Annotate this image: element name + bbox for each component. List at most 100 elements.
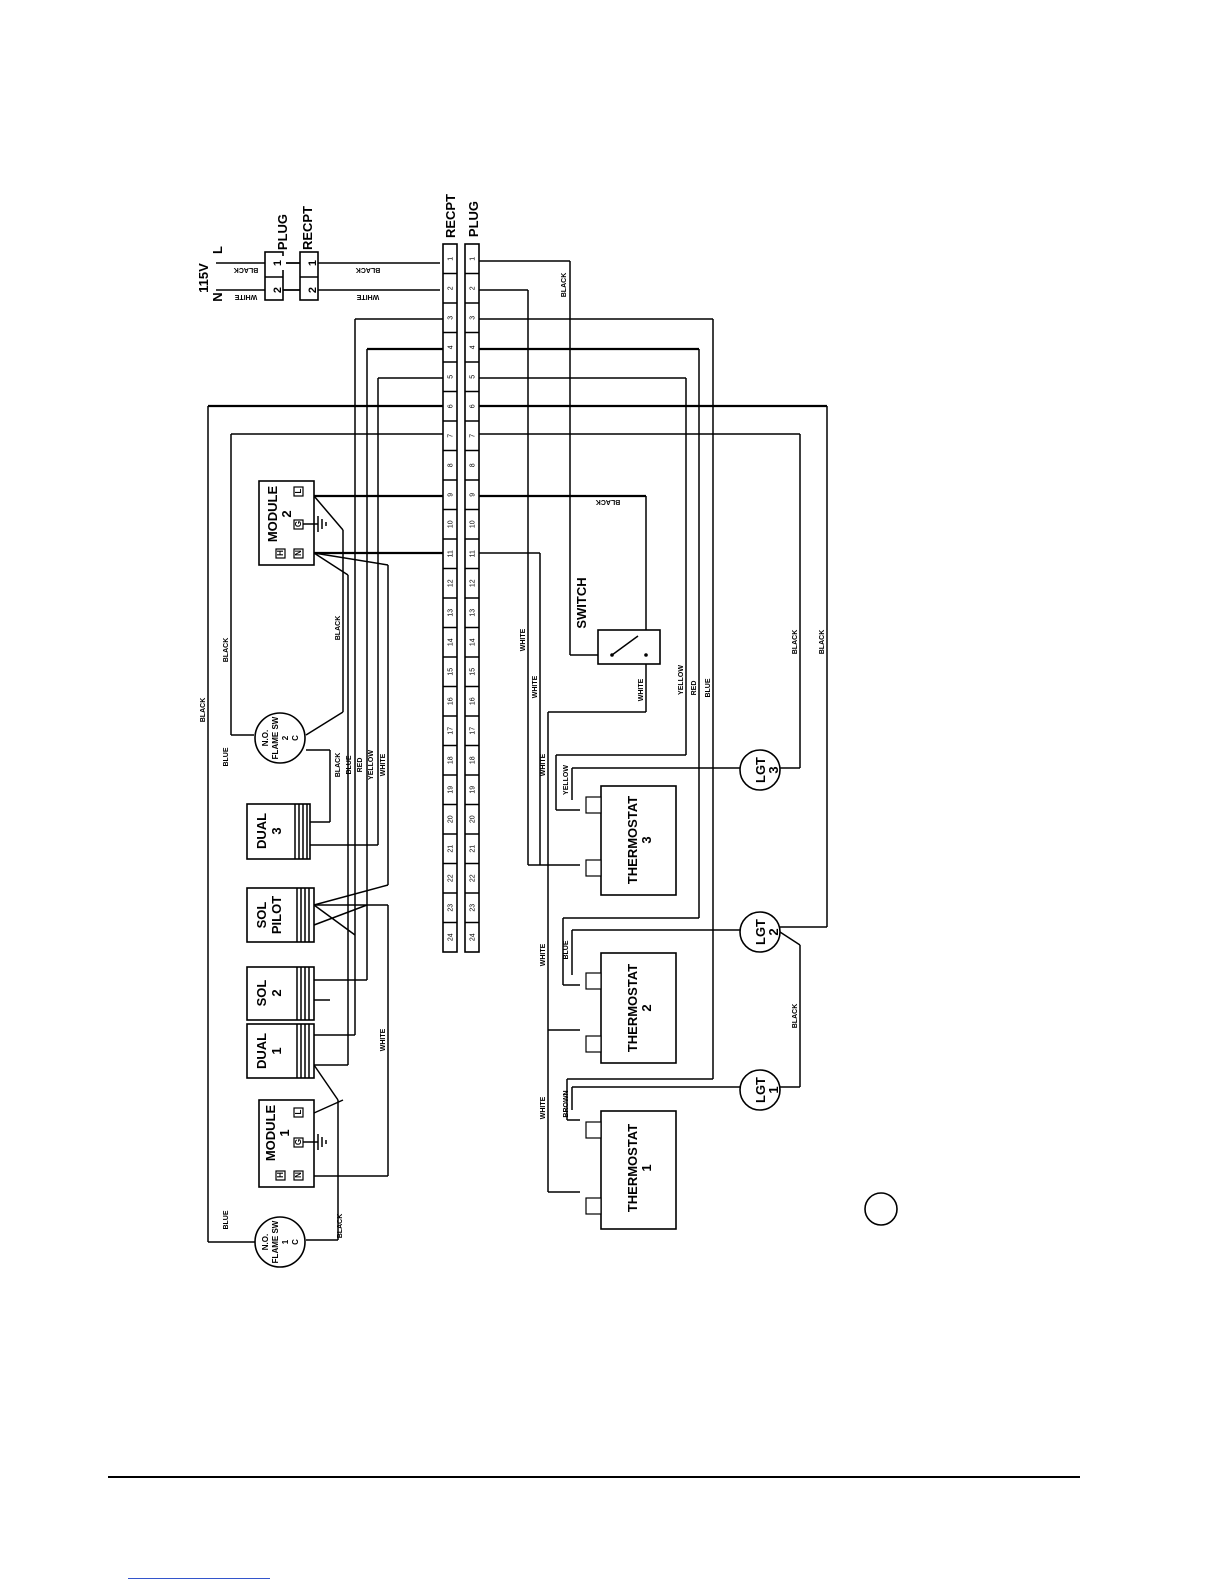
power-input: 115V L N BLACK WHITE BLACK WHITE 1 2 1 2… xyxy=(196,206,440,302)
recpt-terminal-12: 12 xyxy=(448,579,455,587)
module-2-terminal-g: G xyxy=(294,521,303,527)
flame-sw-1-number: 1 xyxy=(281,1239,290,1244)
footer-link-underline[interactable] xyxy=(128,1578,270,1579)
plug-terminal-24: 24 xyxy=(470,933,477,941)
wire-label-blue: BLUE xyxy=(346,755,353,774)
recpt-terminal-6: 6 xyxy=(448,404,455,408)
recpt-terminal-11: 11 xyxy=(448,550,455,557)
thermostat-2-name: THERMOSTAT xyxy=(625,964,640,1052)
sol-pilot-l2: PILOT xyxy=(269,896,284,934)
recpt-terminal-5: 5 xyxy=(448,375,455,379)
module-2-terminal-n: N xyxy=(294,550,303,556)
wire-label-black: BLACK xyxy=(335,616,342,641)
sol-pilot-l1: SOL xyxy=(254,902,269,929)
flame-sw-2-c: C xyxy=(291,735,300,741)
dual-3-number: 3 xyxy=(269,827,284,834)
module-2-terminal-h: H xyxy=(276,550,285,556)
plug-terminal-14: 14 xyxy=(470,638,477,646)
thermostat-3-number: 3 xyxy=(639,836,654,843)
wire-label-black: BLACK xyxy=(596,498,621,505)
flame-switch-1: N.O. FLAME SW 1 C xyxy=(254,1216,306,1268)
lgt-2: LGT 2 xyxy=(739,911,781,953)
plug-terminal-7: 7 xyxy=(470,434,477,438)
flame-switch-2: N.O. FLAME SW 2 C xyxy=(254,712,306,764)
recpt-terminal-17: 17 xyxy=(448,727,455,735)
plug-terminal-8: 8 xyxy=(470,463,477,467)
wire-label-blue: BLUE xyxy=(563,940,570,959)
recpt-connector xyxy=(299,251,319,301)
wire-label-black: BLACK xyxy=(792,1004,799,1029)
thermostat-1-name: THERMOSTAT xyxy=(625,1124,640,1212)
plug-terminal-16: 16 xyxy=(470,697,477,705)
recpt-terminal-21: 21 xyxy=(448,845,455,853)
switch: SWITCH xyxy=(574,577,661,665)
plug-terminal-22: 22 xyxy=(470,874,477,882)
wire-label-black: BLACK xyxy=(561,273,568,298)
plug-pin-2: 2 xyxy=(272,287,284,293)
recpt-terminal-3: 3 xyxy=(448,316,455,320)
plug-terminal-4: 4 xyxy=(470,345,477,349)
plug-terminal-13: 13 xyxy=(470,609,477,617)
wire-label-blue: BLUE xyxy=(705,678,712,697)
wire-label-white: WHITE xyxy=(540,1096,547,1119)
wire-label-white: WHITE xyxy=(380,753,387,776)
plug-terminal-5: 5 xyxy=(470,375,477,379)
plug-pin-1: 1 xyxy=(272,260,284,266)
module-1-name: MODULE xyxy=(263,1105,278,1162)
sol-2-name: SOL xyxy=(254,980,269,1007)
plug-terminal-20: 20 xyxy=(470,815,477,823)
thermostat-1-number: 1 xyxy=(639,1164,654,1171)
flame-sw-2-label: FLAME SW xyxy=(271,716,280,759)
wire-label-black: BLACK xyxy=(335,753,342,778)
wire-label-brown: BROWN xyxy=(563,1090,570,1117)
recpt-strip-label: RECPT xyxy=(443,194,458,238)
lgt-1-name: LGT xyxy=(753,1077,768,1103)
lgt-3: LGT 3 xyxy=(739,749,781,791)
thermostat-3-name: THERMOSTAT xyxy=(625,796,640,884)
recpt-terminal-8: 8 xyxy=(448,463,455,467)
recpt-terminal-15: 15 xyxy=(448,668,455,676)
plug-terminal-3: 3 xyxy=(470,316,477,320)
wire-label-blue: BLUE xyxy=(223,1210,230,1229)
lgt-3-number: 3 xyxy=(766,766,781,773)
lgt-1: LGT 1 xyxy=(739,1069,781,1111)
plug-terminal-19: 19 xyxy=(470,786,477,794)
recpt-terminal-9: 9 xyxy=(448,493,455,497)
wire-label-red: RED xyxy=(357,758,364,773)
wire-label-black: BLACK xyxy=(356,266,381,273)
flame-sw-1-no: N.O. xyxy=(261,1234,270,1250)
plug-terminal-6: 6 xyxy=(470,404,477,408)
plug-terminal-18: 18 xyxy=(470,756,477,764)
wire-label-red: RED xyxy=(691,681,698,696)
neutral-label: N xyxy=(210,292,225,301)
dual-valve-3: DUAL 3 xyxy=(246,803,311,860)
plug-terminal-17: 17 xyxy=(470,727,477,735)
module-1-terminal-l: L xyxy=(294,1109,303,1114)
dual-3-name: DUAL xyxy=(254,813,269,849)
recpt-label: RECPT xyxy=(300,206,315,250)
plug-terminal-23: 23 xyxy=(470,904,477,912)
wire-label-yellow: YELLOW xyxy=(678,665,685,695)
wire-label-white: WHITE xyxy=(234,293,257,300)
module-1: MODULE 1 H G N L xyxy=(258,1099,327,1188)
flame-sw-1-c: C xyxy=(291,1239,300,1245)
wire-label-white: WHITE xyxy=(540,753,547,776)
lgt-2-name: LGT xyxy=(753,919,768,945)
module-1-terminal-n: N xyxy=(294,1172,303,1178)
wire-labels: BLACK BLACK WHITE WHITE WHITE WHITE YELL… xyxy=(200,273,826,1239)
sol-2-number: 2 xyxy=(269,989,284,996)
lgt-3-name: LGT xyxy=(753,757,768,783)
line-label: L xyxy=(210,246,225,254)
recpt-terminal-24: 24 xyxy=(448,933,455,941)
module-1-terminal-h: H xyxy=(276,1172,285,1178)
footer-rule xyxy=(108,1476,1080,1478)
wire-label-black: BLACK xyxy=(337,1214,344,1239)
wire-label-black: BLACK xyxy=(234,266,259,273)
recpt-terminal-18: 18 xyxy=(448,756,455,764)
recpt-terminal-4: 4 xyxy=(448,345,455,349)
module-1-number: 1 xyxy=(277,1129,292,1136)
wire-label-black: BLACK xyxy=(200,698,207,723)
wire-label-white: WHITE xyxy=(520,628,527,651)
empty-circle-icon xyxy=(864,1192,898,1226)
